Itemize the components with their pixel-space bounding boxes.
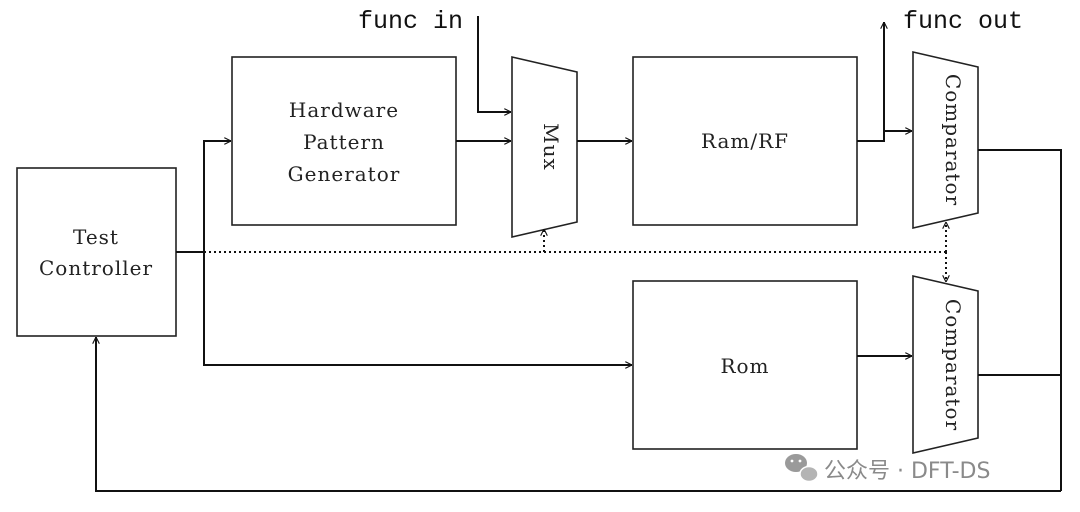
ram-rf-label: Ram/RF: [701, 129, 789, 153]
test-controller-label-line2: Controller: [39, 256, 153, 280]
hpg-label-line3: Generator: [288, 162, 401, 186]
ram-rf-block: Ram/RF: [632, 56, 858, 226]
dotted-control-lines: [204, 222, 946, 282]
comparator-top-block: Comparator: [912, 50, 979, 230]
rom-block: Rom: [632, 280, 858, 450]
hpg-label-line1: Hardware: [289, 98, 399, 122]
wire-comparator-top-out: [978, 149, 1062, 491]
test-controller-label-line1: Test: [73, 225, 119, 249]
comparator-top-label: Comparator: [941, 74, 965, 206]
wire-controller-to-hpg: [203, 141, 231, 252]
wire-controller-to-rom: [203, 252, 632, 365]
test-controller-block: Test Controller: [16, 167, 177, 337]
hpg-label-line2: Pattern: [303, 130, 385, 154]
wire-feedback-to-controller: [96, 337, 1061, 492]
wire-ram-to-comparator: [857, 131, 912, 142]
hardware-pattern-generator-block: Hardware Pattern Generator: [231, 56, 457, 226]
wechat-icon: [785, 454, 819, 483]
func-in-label: func in: [358, 7, 463, 36]
comparator-bottom-label: Comparator: [941, 299, 965, 431]
connections: [96, 16, 1062, 492]
rom-label: Rom: [720, 354, 769, 378]
mux-block: Mux: [511, 55, 578, 239]
wire-func-in-to-mux: [477, 16, 511, 112]
mux-label: Mux: [539, 123, 563, 171]
watermark-text: 公众号 · DFT-DS: [824, 459, 990, 484]
func-out-label: func out: [903, 7, 1023, 36]
comparator-bottom-block: Comparator: [912, 274, 979, 455]
watermark: 公众号 · DFT-DS: [785, 454, 990, 484]
